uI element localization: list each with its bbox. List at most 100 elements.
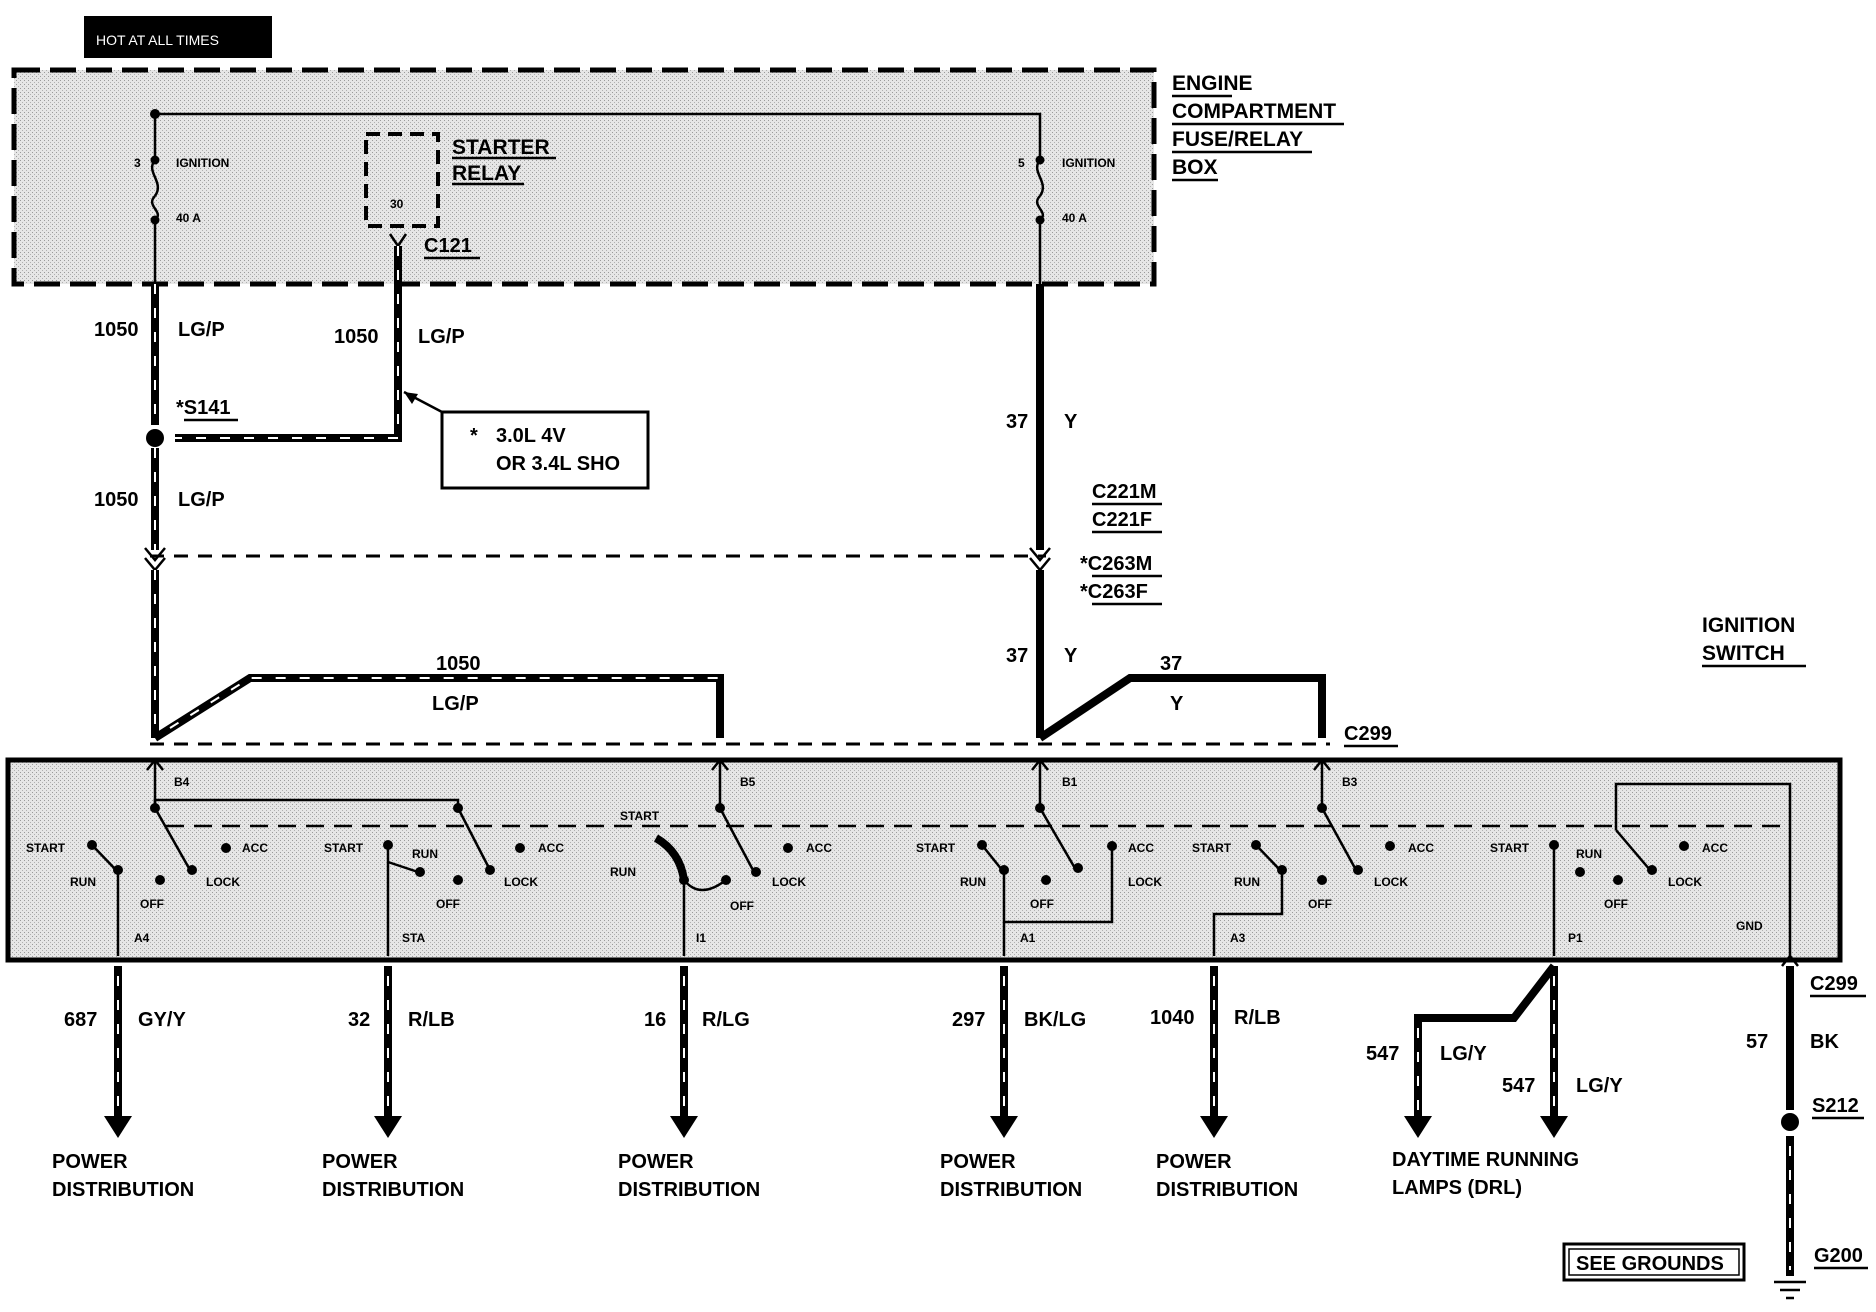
output-16: 16 R/LG POWER DISTRIBUTION: [618, 966, 760, 1201]
svg-text:LG/Y: LG/Y: [1440, 1043, 1487, 1065]
svg-text:OFF: OFF: [1308, 897, 1332, 911]
svg-text:RUN: RUN: [1576, 847, 1602, 861]
svg-text:LOCK: LOCK: [1668, 875, 1702, 889]
svg-text:START: START: [1192, 841, 1232, 855]
c263f-label: *C263F: [1080, 581, 1148, 603]
svg-text:547: 547: [1366, 1043, 1399, 1065]
svg-text:START: START: [620, 809, 660, 823]
svg-text:RUN: RUN: [960, 875, 986, 889]
w1050-b-color: LG/P: [418, 326, 465, 348]
svg-text:R/LB: R/LB: [1234, 1007, 1281, 1029]
svg-text:ACC: ACC: [1128, 841, 1154, 855]
svg-text:297: 297: [952, 1009, 985, 1031]
svg-text:ACC: ACC: [242, 841, 268, 855]
svg-text:B5: B5: [740, 775, 756, 789]
pin-a1: A1: [1020, 931, 1036, 945]
svg-text:OFF: OFF: [730, 899, 754, 913]
svg-text:BK: BK: [1810, 1031, 1839, 1053]
svg-text:1040: 1040: [1150, 1007, 1195, 1029]
w37-a-color: Y: [1064, 411, 1078, 433]
svg-text:LOCK: LOCK: [772, 875, 806, 889]
svg-text:LOCK: LOCK: [1374, 875, 1408, 889]
c121-label: C121: [424, 235, 472, 257]
note-line1: 3.0L 4V: [496, 425, 566, 447]
svg-text:R/LG: R/LG: [702, 1009, 750, 1031]
svg-text:GY/Y: GY/Y: [138, 1009, 186, 1031]
splice-s141-label: *S141: [176, 397, 231, 419]
svg-text:B1: B1: [1062, 775, 1078, 789]
switch-feed-wires: 1050 LG/P 37 Y 37 Y C299: [150, 570, 1398, 748]
svg-text:ACC: ACC: [1408, 841, 1434, 855]
fuse-left-name: IGNITION: [176, 156, 229, 170]
w1050-a-color: LG/P: [178, 319, 225, 341]
output-57-ground: C299 57 BK S212 G200: [1746, 953, 1868, 1300]
svg-text:LAMPS (DRL): LAMPS (DRL): [1392, 1177, 1522, 1199]
ignition-switch: IGNITION SWITCH B4 B5 B1 B3: [5, 614, 1843, 963]
svg-text:57: 57: [1746, 1031, 1768, 1053]
connector-c221-c263: C221M C221F *C263M *C263F: [144, 481, 1162, 606]
svg-text:ACC: ACC: [806, 841, 832, 855]
relay-label-2: RELAY: [452, 162, 521, 185]
svg-text:OFF: OFF: [1604, 897, 1628, 911]
output-wires: 687 GY/Y POWER DISTRIBUTION 32 R/LB POWE…: [52, 953, 1868, 1300]
fuse-box-title-1: ENGINE: [1172, 72, 1253, 95]
svg-text:POWER: POWER: [1156, 1151, 1232, 1173]
svg-text:RUN: RUN: [70, 875, 96, 889]
splice-s212-label: S212: [1812, 1095, 1859, 1117]
svg-text:LG/Y: LG/Y: [1576, 1075, 1623, 1097]
pin-gnd: GND: [1736, 919, 1763, 933]
w37-b-num: 37: [1006, 645, 1028, 667]
svg-text:B3: B3: [1342, 775, 1358, 789]
svg-text:START: START: [26, 841, 66, 855]
svg-text:ACC: ACC: [538, 841, 564, 855]
w1050-d-color: LG/P: [432, 693, 479, 715]
fuse-right-num: 5: [1018, 156, 1025, 170]
svg-text:DISTRIBUTION: DISTRIBUTION: [1156, 1179, 1298, 1201]
relay-label-1: STARTER: [452, 136, 550, 159]
fuse-relay-box: ENGINE COMPARTMENT FUSE/RELAY BOX 3 IGNI…: [11, 67, 1344, 287]
switch-section-2: START RUN OFF ACC LOCK: [610, 807, 832, 956]
ignition-switch-title-2: SWITCH: [1702, 642, 1785, 665]
svg-text:687: 687: [64, 1009, 97, 1031]
svg-text:RUN: RUN: [412, 847, 438, 861]
switch-section-3: START RUN OFF ACC LOCK: [916, 807, 1162, 956]
svg-text:POWER: POWER: [940, 1151, 1016, 1173]
svg-text:LOCK: LOCK: [1128, 875, 1162, 889]
svg-text:DAYTIME RUNNING: DAYTIME RUNNING: [1392, 1149, 1579, 1171]
c221m-label: C221M: [1092, 481, 1156, 503]
c221f-label: C221F: [1092, 509, 1152, 531]
switch-section-5: START RUN OFF ACC LOCK: [1490, 782, 1792, 956]
output-687: 687 GY/Y POWER DISTRIBUTION: [52, 966, 194, 1201]
top-pin-b3: B3: [1313, 757, 1358, 813]
svg-text:START: START: [324, 841, 364, 855]
output-32: 32 R/LB POWER DISTRIBUTION: [322, 966, 464, 1201]
svg-text:16: 16: [644, 1009, 666, 1031]
w37-b-color: Y: [1064, 645, 1078, 667]
svg-text:DISTRIBUTION: DISTRIBUTION: [940, 1179, 1082, 1201]
svg-text:DISTRIBUTION: DISTRIBUTION: [618, 1179, 760, 1201]
fuse-box-title-3: FUSE/RELAY: [1172, 128, 1303, 151]
see-grounds-box[interactable]: SEE GROUNDS: [1562, 1242, 1746, 1282]
svg-text:R/LB: R/LB: [408, 1009, 455, 1031]
w37-c-color: Y: [1170, 693, 1184, 715]
svg-text:OFF: OFF: [140, 897, 164, 911]
w1050-b-num: 1050: [334, 326, 379, 348]
svg-text:POWER: POWER: [618, 1151, 694, 1173]
note-star: *: [470, 425, 478, 447]
w37-c-num: 37: [1160, 653, 1182, 675]
fuse-right-name: IGNITION: [1062, 156, 1115, 170]
engine-option-note: * 3.0L 4V OR 3.4L SHO: [403, 390, 650, 490]
hot-label: HOT AT ALL TIMES: [96, 32, 219, 48]
fuse-left-num: 3: [134, 156, 141, 170]
pin-i1: I1: [696, 931, 706, 945]
see-grounds-label: SEE GROUNDS: [1576, 1253, 1724, 1275]
svg-text:POWER: POWER: [322, 1151, 398, 1173]
svg-text:OFF: OFF: [1030, 897, 1054, 911]
output-547-drl: 547 LG/Y DAYTIME RUNNING LAMPS (DRL) 547…: [1366, 963, 1623, 1199]
fuse-box-title-2: COMPARTMENT: [1172, 100, 1336, 123]
fuse-box-title-4: BOX: [1172, 156, 1218, 179]
pin-a3: A3: [1230, 931, 1246, 945]
ignition-switch-title-1: IGNITION: [1702, 614, 1795, 637]
svg-text:START: START: [1490, 841, 1530, 855]
